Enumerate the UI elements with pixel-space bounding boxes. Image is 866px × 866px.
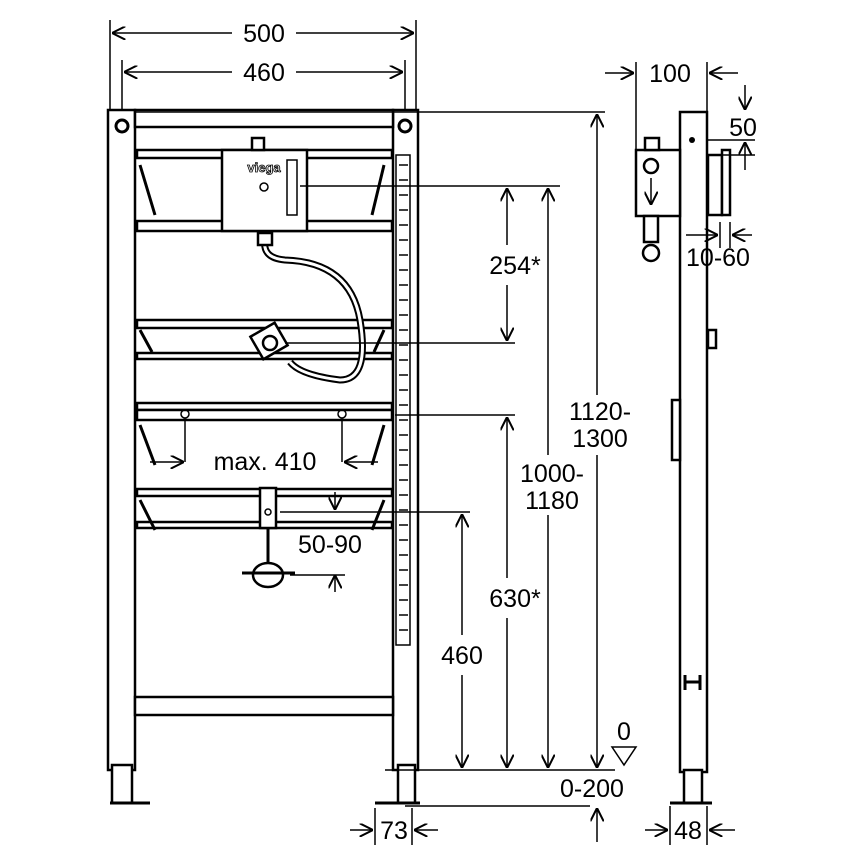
mount-hole-left [114, 118, 130, 134]
bottom-rail [133, 695, 395, 717]
floor-zero: 0 [617, 718, 631, 746]
front-frame: viega [106, 108, 420, 805]
left-post [106, 108, 137, 772]
side-cistern [634, 148, 682, 218]
dim-500: 500 [243, 20, 285, 48]
side-post [678, 110, 709, 774]
dim-1120: 1120- [569, 398, 631, 426]
brand-logo: viega [247, 160, 281, 175]
dim-73: 73 [380, 817, 408, 845]
dim-254: 254* [489, 252, 541, 280]
front-dimensions: 500 460 1120- 1300 1000- 1180 254* 630* … [109, 20, 638, 845]
dim-max-410: max. 410 [214, 448, 317, 476]
dim-50: 50 [729, 114, 757, 142]
side-view: 100 50 10-60 48 [605, 60, 757, 845]
dim-100: 100 [649, 60, 691, 88]
dim-460-top: 460 [243, 59, 285, 87]
dim-460-lower: 460 [441, 642, 483, 670]
dim-1180: 1180 [525, 487, 579, 515]
dim-1000: 1000- [520, 460, 584, 488]
dim-10-60: 10-60 [686, 244, 750, 272]
dim-1300: 1300 [572, 425, 628, 453]
top-rail [133, 108, 395, 129]
dim-630: 630* [489, 585, 541, 613]
support-bracket [258, 486, 278, 530]
mount-hole-right [397, 118, 413, 134]
dim-50-90: 50-90 [298, 531, 362, 559]
dim-48: 48 [674, 817, 702, 845]
floor-level-icon [610, 746, 638, 767]
dim-0-200: 0-200 [560, 775, 624, 803]
